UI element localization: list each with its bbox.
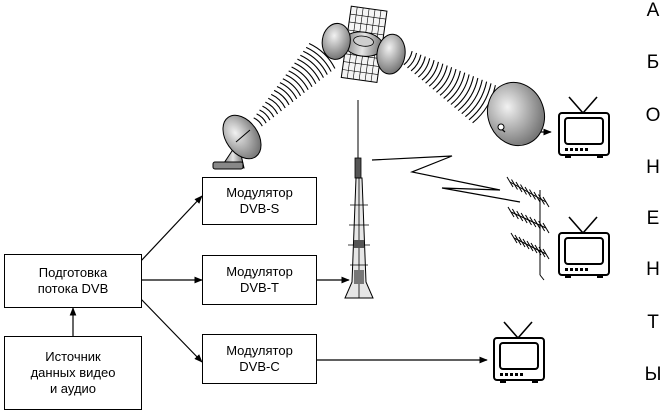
satellite-icon <box>321 5 406 84</box>
yagi-antenna-icon <box>506 176 550 281</box>
connector-prep-to-dvbc <box>139 297 203 363</box>
box-label: DVB-T <box>240 280 279 295</box>
box-label: Подготовка <box>38 265 108 280</box>
tv-set-icon <box>558 216 610 278</box>
tv-set-icon <box>493 321 545 383</box>
subscribers-letter: Е <box>646 208 660 229</box>
subscribers-letter: Б <box>646 52 660 73</box>
box-label: Источник <box>45 349 101 364</box>
subscribers-letter: Н <box>646 157 660 178</box>
tv-tower-icon <box>344 100 374 299</box>
downlink-beam <box>403 51 496 124</box>
box-label: DVB-S <box>239 201 280 216</box>
box-label: Модулятор <box>226 343 293 358</box>
uplink-beam <box>253 42 336 127</box>
box-label: данных видео <box>30 365 116 380</box>
receive-dish-icon <box>487 81 545 147</box>
box-label: Модулятор <box>226 264 293 279</box>
box-label: потока DVB <box>37 281 109 296</box>
box-label: и аудио <box>49 381 97 396</box>
subscribers-letter: Н <box>646 259 660 280</box>
uplink-dish-icon <box>212 114 262 170</box>
box-label: Модулятор <box>226 185 293 200</box>
subscribers-letter: О <box>645 105 661 126</box>
lightning-signal-icon <box>371 155 521 203</box>
tv-set-icon <box>558 96 610 158</box>
subscribers-letter: А <box>646 0 660 21</box>
connector-prep-to-dvbs <box>139 195 203 263</box>
subscribers-letter: Ы <box>644 364 662 385</box>
subscribers-letter: Т <box>647 312 659 333</box>
box-label: DVB-C <box>239 359 280 374</box>
